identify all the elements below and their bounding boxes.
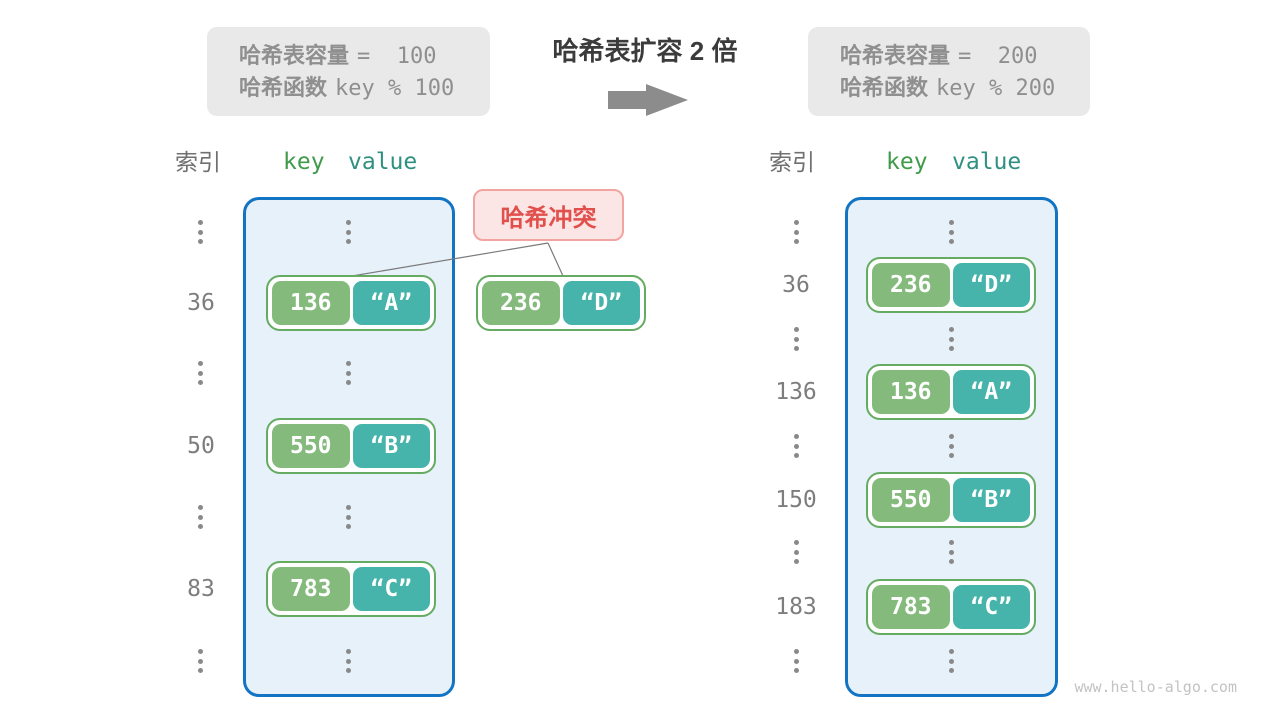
hash-function-label: 哈希函数 xyxy=(840,75,929,100)
pair-136-A: 136 “A” xyxy=(266,275,436,331)
pair-key: 236 xyxy=(482,281,560,325)
right-index-150: 150 xyxy=(775,487,817,513)
left-value-column-header: value xyxy=(348,149,418,175)
vertical-ellipsis xyxy=(198,649,203,673)
vertical-ellipsis xyxy=(198,361,203,385)
right-index-136: 136 xyxy=(775,379,817,405)
right-index-36: 36 xyxy=(782,272,810,298)
vertical-ellipsis xyxy=(346,220,351,244)
vertical-ellipsis xyxy=(346,649,351,673)
pair-key: 236 xyxy=(872,263,950,307)
vertical-ellipsis xyxy=(949,649,954,673)
vertical-ellipsis xyxy=(949,327,954,351)
pair-136-A: 136 “A” xyxy=(866,364,1036,420)
pair-783-C: 783 “C” xyxy=(866,579,1036,635)
hash-function-label: 哈希函数 xyxy=(239,75,328,100)
pair-783-C: 783 “C” xyxy=(266,561,436,617)
page-title: 哈希表扩容 2 倍 xyxy=(552,36,738,66)
pair-key: 783 xyxy=(872,585,950,629)
pair-value: “B” xyxy=(952,478,1030,522)
pair-key: 550 xyxy=(872,478,950,522)
pair-550-B: 550 “B” xyxy=(866,472,1036,528)
vertical-ellipsis xyxy=(794,327,799,351)
hash-function-value: key % 200 xyxy=(936,76,1056,101)
pair-value: “B” xyxy=(352,424,430,468)
pair-550-B: 550 “B” xyxy=(266,418,436,474)
pair-value: “A” xyxy=(952,370,1030,414)
hash-function-line: 哈希函数 key % 200 xyxy=(840,72,1090,104)
pair-value: “D” xyxy=(562,281,640,325)
hash-collision-callout: 哈希冲突 xyxy=(473,189,624,241)
pair-value: “C” xyxy=(952,585,1030,629)
vertical-ellipsis xyxy=(794,434,799,458)
expand-arrow-icon xyxy=(608,84,688,116)
vertical-ellipsis xyxy=(949,540,954,564)
pair-key: 783 xyxy=(272,567,350,611)
left-index-83: 83 xyxy=(187,576,215,602)
vertical-ellipsis xyxy=(794,220,799,244)
right-value-column-header: value xyxy=(952,149,1022,175)
capacity-label: 哈希表容量 xyxy=(840,43,951,68)
hash-capacity-box-before: 哈希表容量 = 100 哈希函数 key % 100 xyxy=(207,27,490,116)
pair-236-D-colliding: 236 “D” xyxy=(476,275,646,331)
right-key-column-header: key xyxy=(886,149,928,175)
vertical-ellipsis xyxy=(949,434,954,458)
hash-collision-label: 哈希冲突 xyxy=(500,204,597,232)
vertical-ellipsis xyxy=(346,361,351,385)
hash-function-line: 哈希函数 key % 100 xyxy=(239,72,490,104)
vertical-ellipsis xyxy=(198,505,203,529)
vertical-ellipsis xyxy=(949,220,954,244)
vertical-ellipsis xyxy=(346,505,351,529)
pair-value: “C” xyxy=(352,567,430,611)
vertical-ellipsis xyxy=(794,649,799,673)
right-index-183: 183 xyxy=(775,594,817,620)
pair-key: 136 xyxy=(272,281,350,325)
pair-key: 550 xyxy=(272,424,350,468)
pair-key: 136 xyxy=(872,370,950,414)
capacity-value: = 200 xyxy=(958,44,1038,69)
pair-236-D: 236 “D” xyxy=(866,257,1036,313)
vertical-ellipsis xyxy=(794,540,799,564)
left-index-36: 36 xyxy=(187,290,215,316)
pair-value: “D” xyxy=(952,263,1030,307)
pair-value: “A” xyxy=(352,281,430,325)
left-index-50: 50 xyxy=(187,433,215,459)
left-key-column-header: key xyxy=(283,149,325,175)
left-index-column-header: 索引 xyxy=(175,149,221,175)
capacity-value: = 100 xyxy=(357,44,437,69)
hash-function-value: key % 100 xyxy=(335,76,455,101)
capacity-label: 哈希表容量 xyxy=(239,43,350,68)
right-index-column-header: 索引 xyxy=(769,149,815,175)
hash-capacity-box-after: 哈希表容量 = 200 哈希函数 key % 200 xyxy=(808,27,1090,116)
capacity-line: 哈希表容量 = 200 xyxy=(840,40,1090,72)
watermark: www.hello-algo.com xyxy=(1074,678,1237,696)
capacity-line: 哈希表容量 = 100 xyxy=(239,40,490,72)
vertical-ellipsis xyxy=(198,220,203,244)
